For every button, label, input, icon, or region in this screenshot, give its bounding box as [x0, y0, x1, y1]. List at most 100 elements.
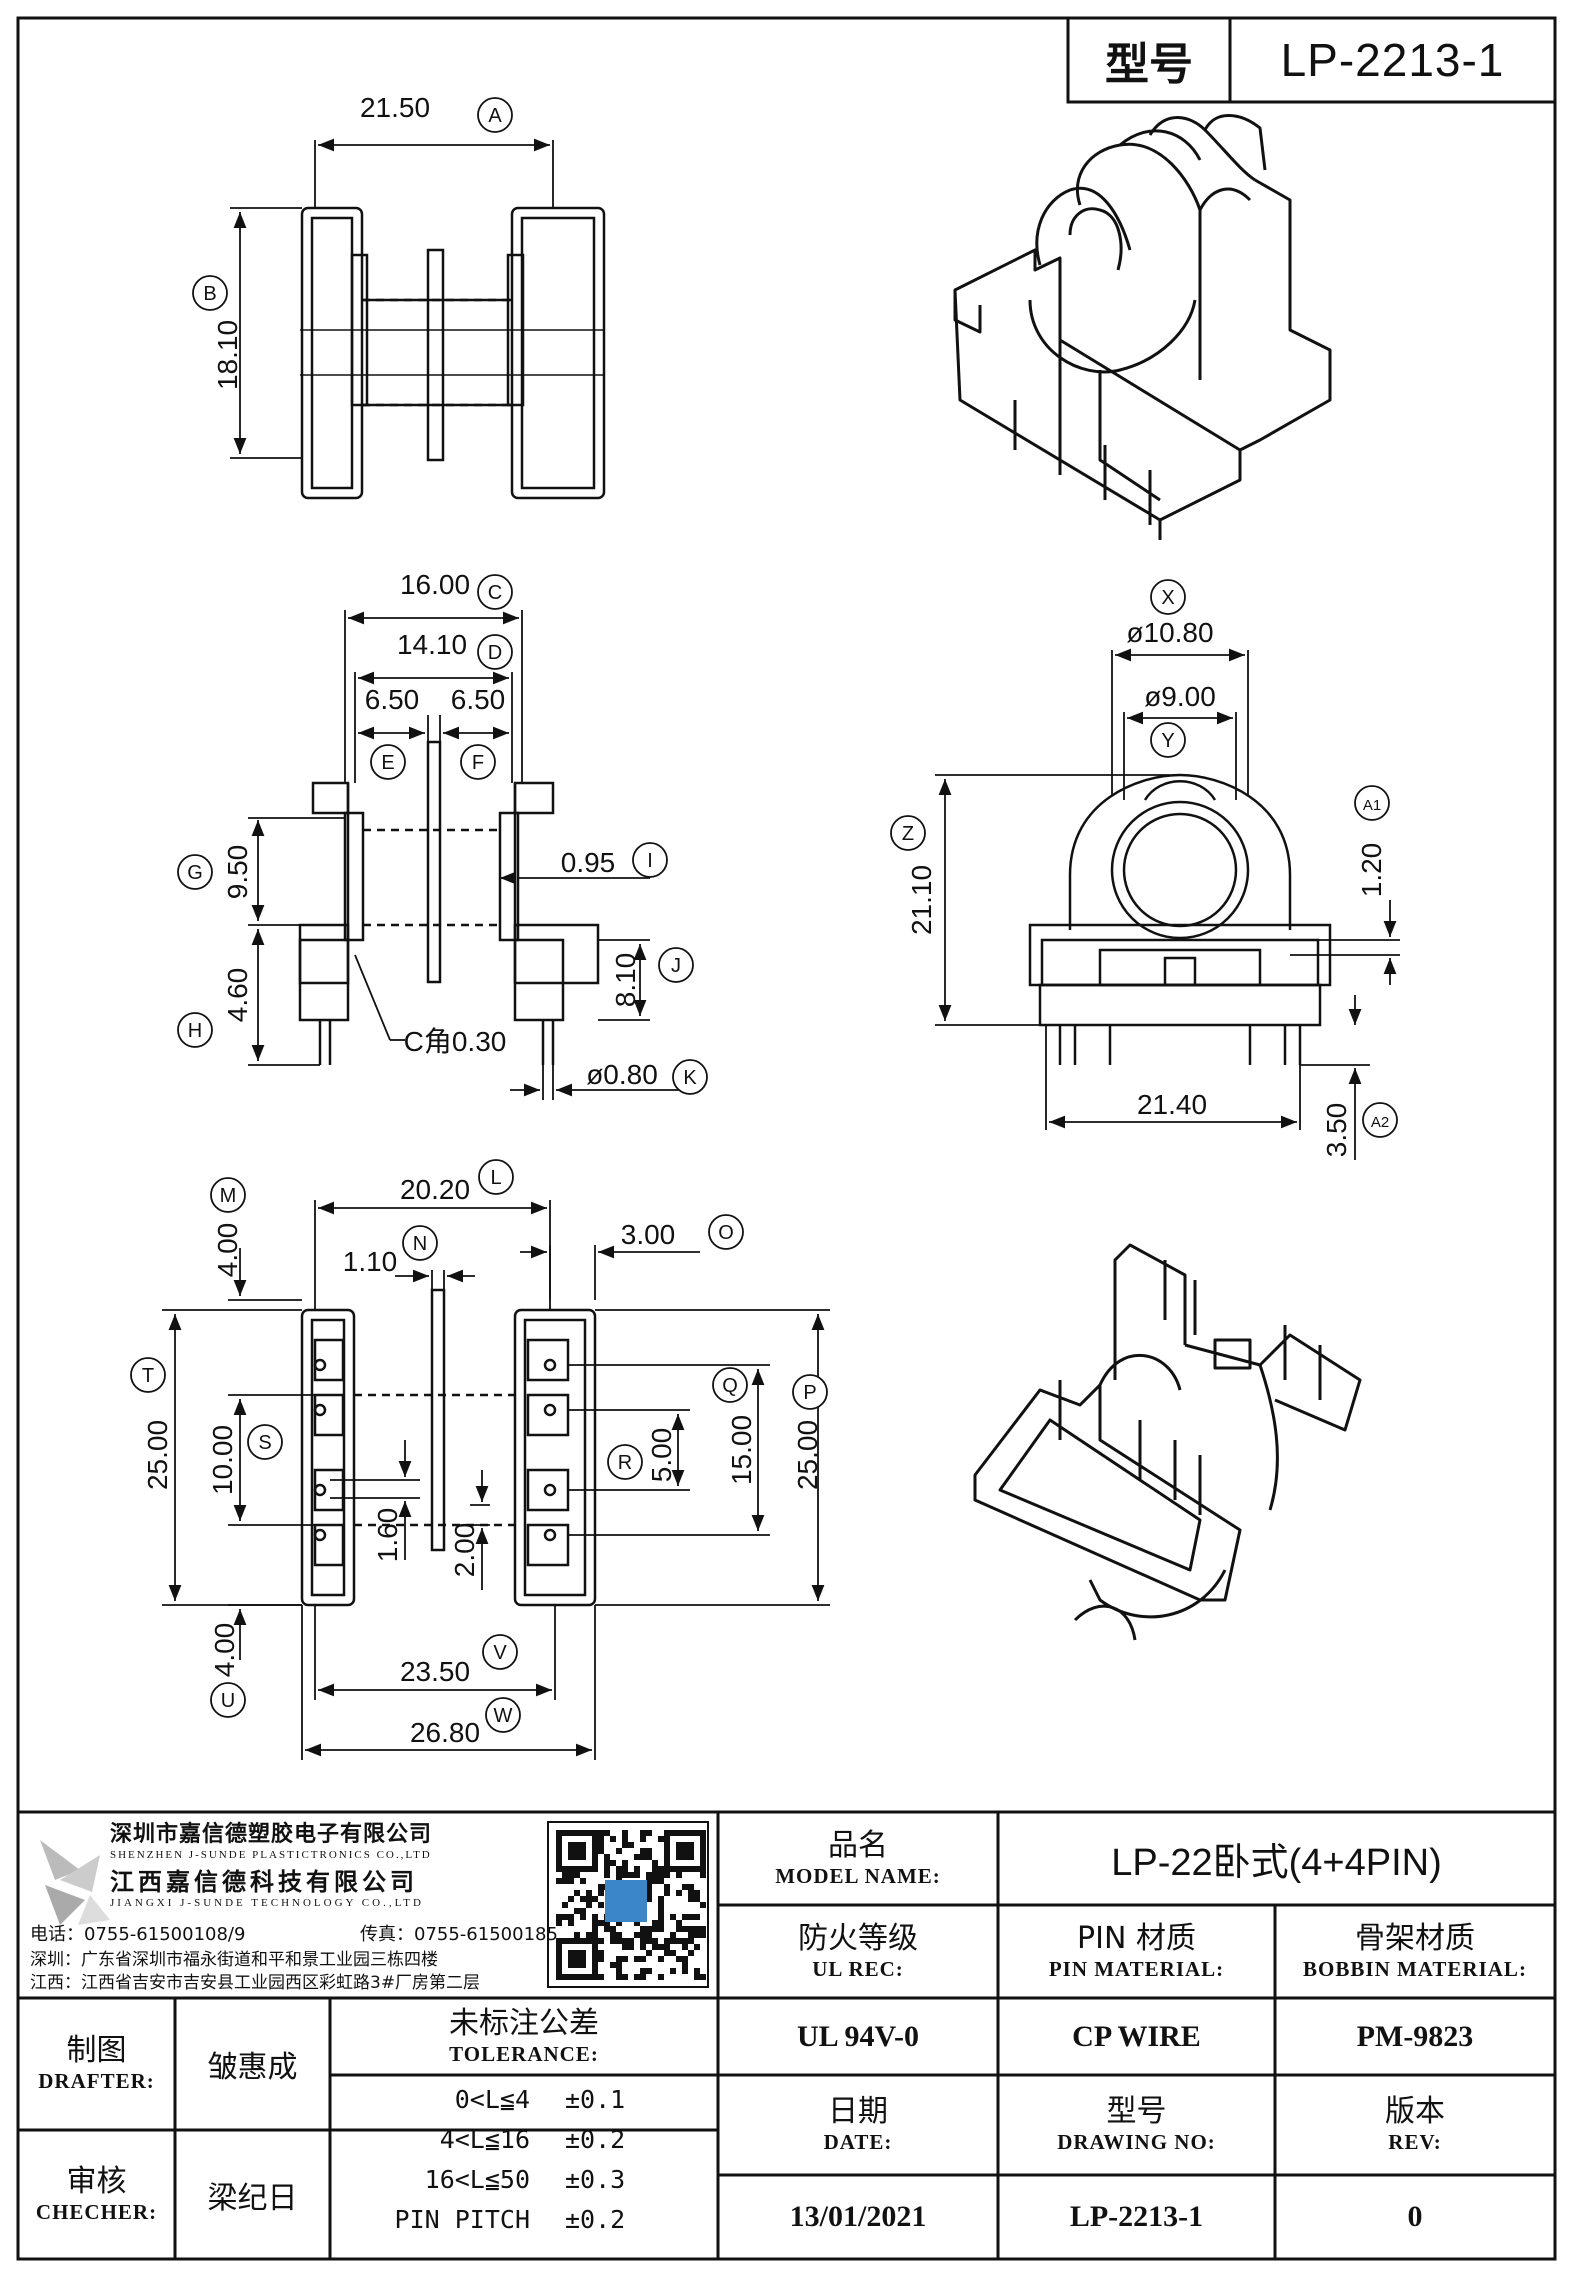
marker-f [460, 744, 496, 780]
company-name-en-1: SHENZHEN J-SUNDE PLASTICTRONICS CO.,LTD [110, 1849, 432, 1861]
dim-label-u: 4.00 [209, 1622, 240, 1678]
marker-letter-t: T [142, 1365, 154, 1387]
marker-s [247, 1424, 283, 1460]
iso-view-bottom [973, 1243, 1362, 1641]
company-fax: 传真：0755-61500185 [360, 1924, 558, 1945]
dim-label-b: 18.10 [212, 319, 243, 391]
header-model-value: LP-2213-1 [1280, 34, 1505, 86]
dim-label-d160: 1.60 [372, 1507, 403, 1563]
marker-letter-m: M [220, 1185, 237, 1207]
drafter-label: 制图 DRAFTER: [38, 2033, 155, 2094]
dim-label-h: 4.60 [222, 967, 253, 1023]
dim-label-k: ø0.80 [586, 1059, 658, 1090]
marker-g [177, 854, 213, 890]
dim-label-chamfer: C角0.30 [403, 1026, 507, 1057]
header-model-label: 型号 [1105, 39, 1193, 90]
marker-letter-o: O [718, 1222, 734, 1244]
marker-letter-s: S [258, 1432, 271, 1454]
marker-letter-r: R [618, 1452, 632, 1474]
dim-label-m: 4.00 [212, 1222, 243, 1278]
bobbin-material-value: PM-9823 [1356, 2019, 1474, 2053]
marker-e [370, 744, 406, 780]
tolerance-value: ±0.3 [565, 2165, 626, 2194]
dim-label-g: 9.50 [222, 844, 253, 900]
marker-letter-k: K [683, 1067, 697, 1089]
front-view [298, 740, 600, 1065]
marker-p [792, 1374, 828, 1410]
marker-letter-i: I [647, 850, 653, 872]
dim-label-z: 21.10 [906, 864, 937, 936]
title-block [18, 1810, 1555, 2259]
marker-j [658, 947, 694, 983]
marker-letter-v: V [493, 1642, 507, 1664]
marker-letter-c: C [488, 582, 502, 604]
tolerance-label: 未标注公差 TOLERANCE: [449, 2005, 599, 2066]
marker-letter-p: P [803, 1382, 816, 1404]
model-name-label: 品名 MODEL NAME: [775, 1827, 941, 1888]
dim-label-q: 15.00 [726, 1414, 757, 1486]
marker-letter-l: L [490, 1167, 501, 1189]
company-address-sz: 深圳：广东省深圳市福永街道和平和景工业园三栋四楼 [30, 1949, 438, 1970]
marker-letter-q: Q [722, 1375, 738, 1397]
marker-b [192, 275, 228, 311]
marker-i [632, 842, 668, 878]
marker-h [177, 1012, 213, 1048]
bobbin-material-label: 骨架材质 BOBBIN MATERIAL: [1303, 1920, 1527, 1981]
checker-value: 梁纪日 [207, 2180, 298, 2216]
marker-z [890, 815, 926, 851]
date-label: 日期 DATE: [823, 2094, 893, 2155]
rev-label: 版本 REV: [1385, 2094, 1445, 2155]
marker-k [672, 1059, 708, 1095]
pin-material-label: PIN 材质 PIN MATERIAL: [1048, 1920, 1225, 1981]
dim-label-d: 14.10 [396, 629, 468, 660]
marker-letter-d: D [488, 642, 502, 664]
qr-code [547, 1821, 709, 1988]
date-value: 13/01/2021 [789, 2200, 927, 2233]
marker-letter-b: B [203, 283, 216, 305]
dim-label-a2: 3.50 [1321, 1102, 1352, 1158]
company-name-cn-2: 江西嘉信德科技有限公司 [110, 1867, 418, 1896]
company-phone: 电话：0755-61500108/9 [30, 1924, 246, 1945]
dim-label-f: 6.50 [450, 684, 506, 715]
front-view-dims [248, 610, 690, 1100]
sheet-border [16, 16, 1557, 2261]
dim-label-a1: 1.20 [1356, 842, 1387, 898]
company-address-jx: 江西：江西省吉安市吉安县工业园西区彩虹路3#厂房第二层 [30, 1972, 481, 1993]
side-view [1028, 773, 1332, 1065]
dim-label-width_bottom: 21.40 [1136, 1089, 1208, 1120]
marker-letter-z: Z [902, 823, 914, 845]
tolerance-value: ±0.1 [565, 2085, 626, 2114]
company-name-cn-1: 深圳市嘉信德塑胶电子有限公司 [110, 1822, 433, 1847]
dim-label-s: 10.00 [207, 1424, 238, 1496]
header-block [1066, 16, 1557, 104]
tolerance-value: ±0.2 [565, 2205, 626, 2234]
marker-x [1150, 579, 1186, 615]
marker-letter-e: E [381, 752, 394, 774]
bottom-view-dims [162, 1200, 830, 1760]
marker-n [402, 1225, 438, 1261]
top-view [300, 206, 606, 500]
tolerance-range: 0<L≦4 [454, 2085, 530, 2114]
dim-label-w: 26.80 [409, 1717, 481, 1748]
tolerance-value: ±0.2 [565, 2125, 626, 2154]
drafter-value: 皱惠成 [207, 2050, 298, 2085]
marker-d [477, 634, 513, 670]
tolerance-range: 4<L≦16 [439, 2125, 530, 2154]
marker-u [210, 1682, 246, 1718]
marker-letter-n: N [413, 1233, 427, 1255]
marker-letter-h: H [188, 1020, 202, 1042]
marker-letter-j: J [671, 955, 681, 977]
drawing-no-value: LP-2213-1 [1069, 2200, 1204, 2233]
pin-material-value: CP WIRE [1072, 2019, 1201, 2053]
marker-letter-g: G [187, 862, 203, 884]
marker-v [482, 1634, 518, 1670]
dim-label-y: ø9.00 [1144, 681, 1216, 712]
marker-w [485, 1697, 521, 1733]
ul-label: 防火等级 UL REC: [798, 1920, 918, 1981]
marker-c [477, 574, 513, 610]
dim-label-r: 5.00 [646, 1427, 677, 1483]
checker-label: 审核 CHECHER: [35, 2163, 158, 2224]
marker-letter-u: U [221, 1690, 235, 1712]
